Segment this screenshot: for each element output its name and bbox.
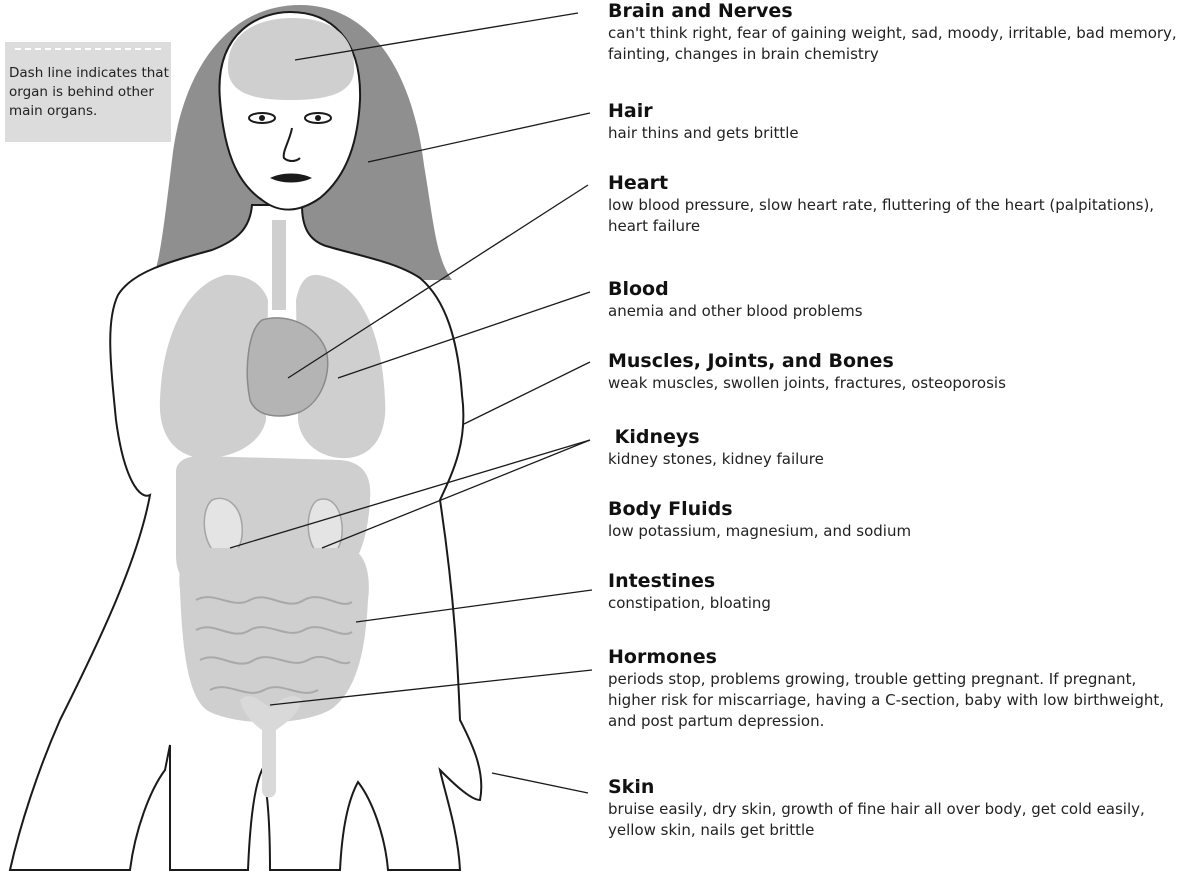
- label-title: Kidneys: [608, 426, 1183, 448]
- legend-box: Dash line indicates that organ is behind…: [5, 42, 171, 142]
- brain-organ: [228, 18, 354, 100]
- label-body-fluids: Body Fluids low potassium, magnesium, an…: [608, 498, 1183, 542]
- right-kidney: [308, 499, 342, 556]
- label-kidneys: Kidneys kidney stones, kidney failure: [608, 426, 1183, 470]
- label-description: hair thins and gets brittle: [608, 123, 1183, 144]
- label-muscles-joints-bones: Muscles, Joints, and Bones weak muscles,…: [608, 350, 1183, 394]
- label-title: Hair: [608, 100, 1183, 122]
- label-title: Heart: [608, 172, 1183, 194]
- leader-line-muscles: [464, 362, 590, 424]
- label-title: Blood: [608, 278, 1183, 300]
- trachea: [272, 220, 286, 310]
- label-title: Muscles, Joints, and Bones: [608, 350, 1183, 372]
- label-description: kidney stones, kidney failure: [608, 449, 1183, 470]
- label-blood: Blood anemia and other blood problems: [608, 278, 1183, 322]
- right-pupil: [315, 115, 321, 121]
- label-title: Brain and Nerves: [608, 0, 1183, 22]
- left-pupil: [259, 115, 265, 121]
- label-brain-and-nerves: Brain and Nerves can't think right, fear…: [608, 0, 1183, 65]
- label-description: low potassium, magnesium, and sodium: [608, 521, 1183, 542]
- label-description: constipation, bloating: [608, 593, 1183, 614]
- leader-line-skin: [492, 773, 588, 793]
- label-description: can't think right, fear of gaining weigh…: [608, 23, 1183, 65]
- label-title: Hormones: [608, 646, 1183, 668]
- label-description: bruise easily, dry skin, growth of fine …: [608, 799, 1183, 841]
- label-hormones: Hormones periods stop, problems growing,…: [608, 646, 1183, 732]
- label-intestines: Intestines constipation, bloating: [608, 570, 1183, 614]
- label-title: Body Fluids: [608, 498, 1183, 520]
- legend-text: Dash line indicates that organ is behind…: [9, 64, 171, 121]
- label-title: Intestines: [608, 570, 1183, 592]
- label-skin: Skin bruise easily, dry skin, growth of …: [608, 776, 1183, 841]
- label-description: low blood pressure, slow heart rate, flu…: [608, 195, 1183, 237]
- label-heart: Heart low blood pressure, slow heart rat…: [608, 172, 1183, 237]
- label-title: Skin: [608, 776, 1183, 798]
- label-description: anemia and other blood problems: [608, 301, 1183, 322]
- label-description: weak muscles, swollen joints, fractures,…: [608, 373, 1183, 394]
- label-hair: Hair hair thins and gets brittle: [608, 100, 1183, 144]
- label-description: periods stop, problems growing, trouble …: [608, 669, 1183, 732]
- legend-dash-sample: [15, 48, 161, 50]
